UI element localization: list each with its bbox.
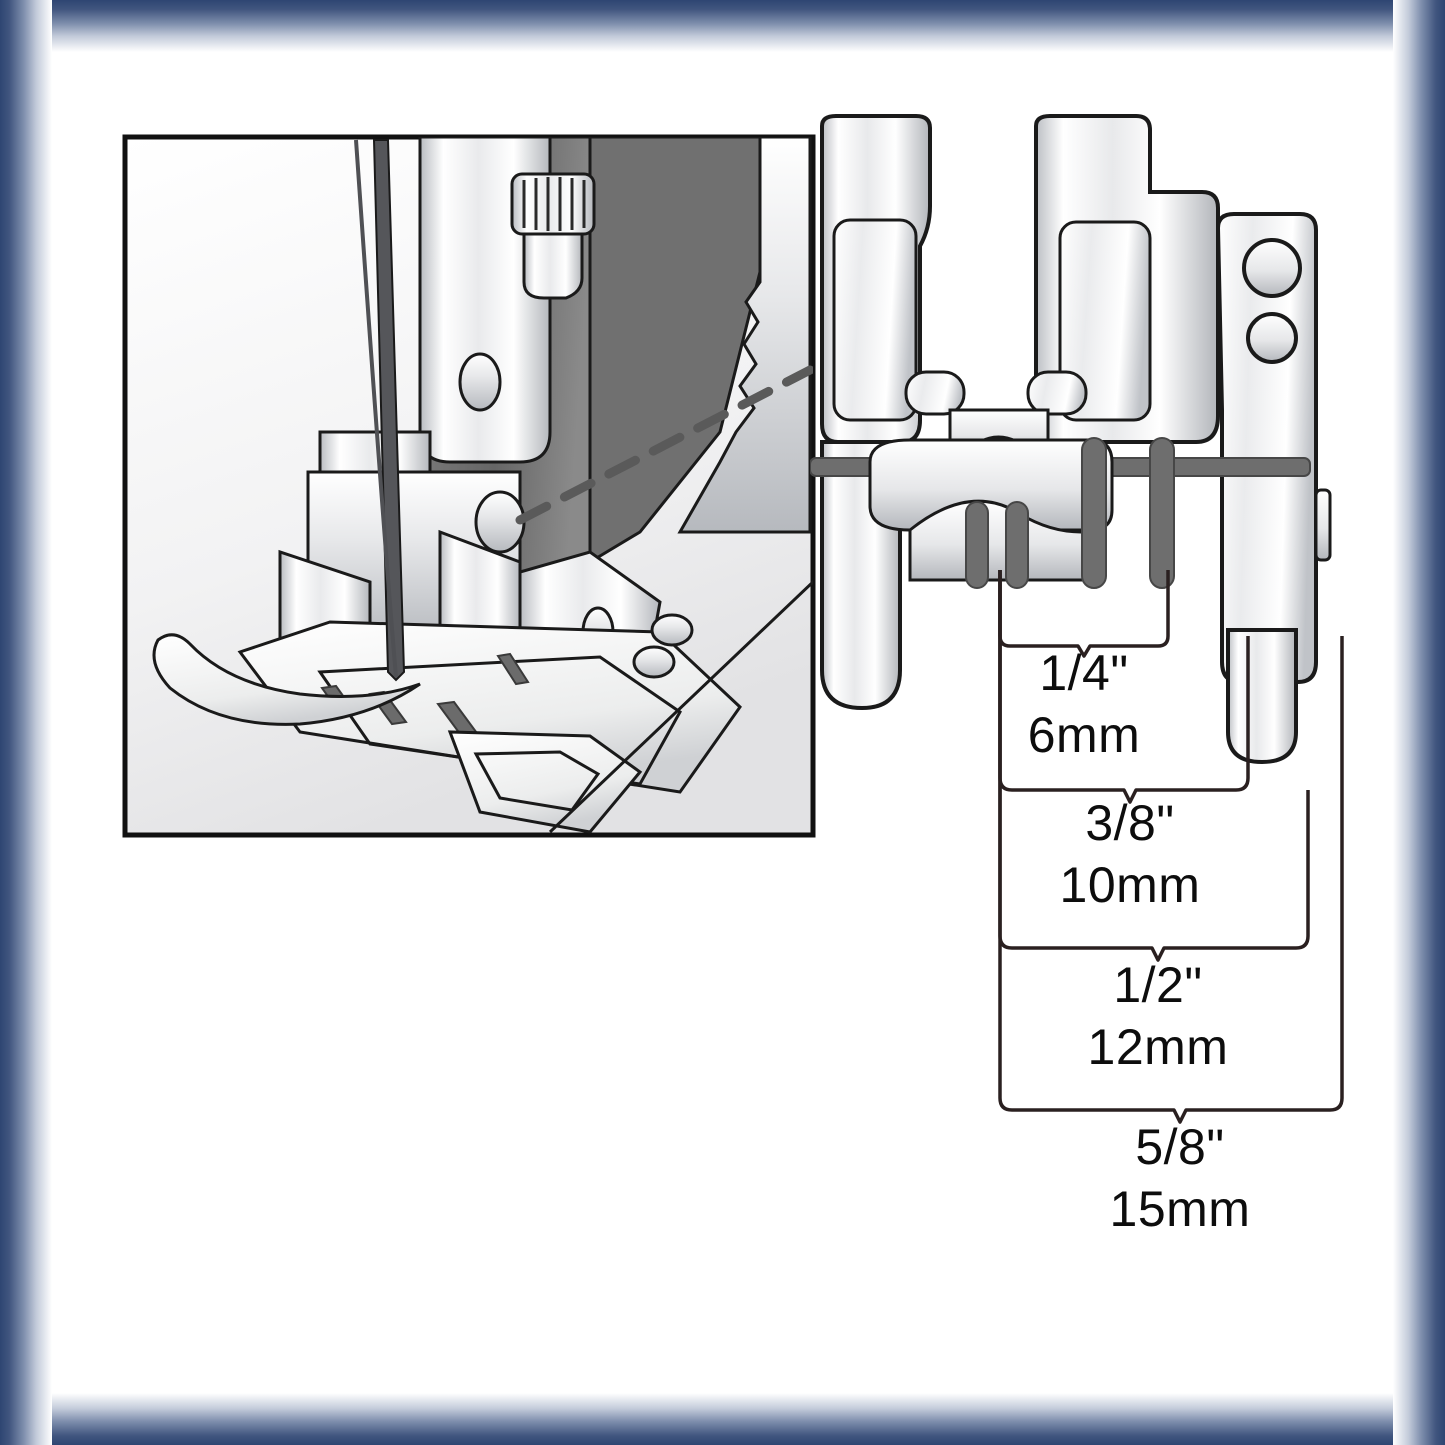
frame-border-right — [1393, 0, 1445, 1445]
left-toe-window — [832, 218, 918, 422]
label-three-eighths-imperial: 3/8" — [1085, 795, 1174, 851]
foot-front-toe — [447, 730, 643, 834]
front-toe-inner — [473, 750, 601, 812]
seam-guide-bars — [965, 437, 1175, 589]
bottom-view-panel — [810, 114, 1332, 765]
bridge-pin-right — [1026, 370, 1088, 416]
mounting-hole-upper — [1242, 238, 1302, 298]
label-quarter-metric: 6mm — [1028, 707, 1141, 763]
bracket-five-eighths — [998, 570, 1344, 1124]
frame-border-left — [0, 0, 52, 1445]
frame-border-bottom — [0, 1393, 1445, 1445]
thread — [354, 139, 398, 678]
sole-channel — [868, 438, 1114, 532]
thumbscrew-knurling — [522, 177, 586, 231]
needle — [372, 139, 406, 682]
label-three-eighths-metric: 10mm — [1060, 857, 1201, 913]
label-quarter-imperial: 1/4" — [1039, 645, 1128, 701]
sole-inner-line — [317, 655, 682, 786]
guide-bar-4 — [1149, 437, 1175, 589]
thumbscrew-neck — [522, 232, 584, 300]
dimension-callouts: 1/4" 6mm 3/8" 10mm 1/2" 12mm 5/8" 15mm — [998, 570, 1344, 1237]
label-half-metric: 12mm — [1088, 1019, 1229, 1075]
stitch-guide-line — [515, 365, 813, 525]
label-half-imperial: 1/2" — [1113, 957, 1202, 1013]
label-five-eighths-imperial: 5/8" — [1135, 1119, 1224, 1175]
machine-panel-edge — [677, 137, 812, 534]
foot-sole-plate — [237, 620, 742, 794]
label-five-eighths-metric: 15mm — [1110, 1181, 1251, 1237]
presser-bar-hole — [458, 352, 502, 412]
right-toe-window — [1058, 220, 1152, 422]
mounting-hole-lower — [1246, 312, 1298, 364]
frame-border-top — [0, 0, 1445, 52]
shank-notch — [1314, 488, 1332, 562]
bridge-pin-left — [904, 370, 966, 416]
guide-bar-3 — [1081, 437, 1107, 589]
bracket-quarter — [998, 570, 1170, 658]
guide-bar-2 — [1005, 501, 1029, 589]
guide-bar-1 — [965, 501, 989, 589]
detail-view-panel — [122, 134, 816, 838]
fabric-edge-line — [548, 579, 813, 834]
sole-hole-a — [650, 613, 694, 647]
sole-hole-b — [632, 645, 676, 679]
shank-foot-tab — [1226, 628, 1298, 765]
edge-guide-arm — [152, 633, 421, 726]
